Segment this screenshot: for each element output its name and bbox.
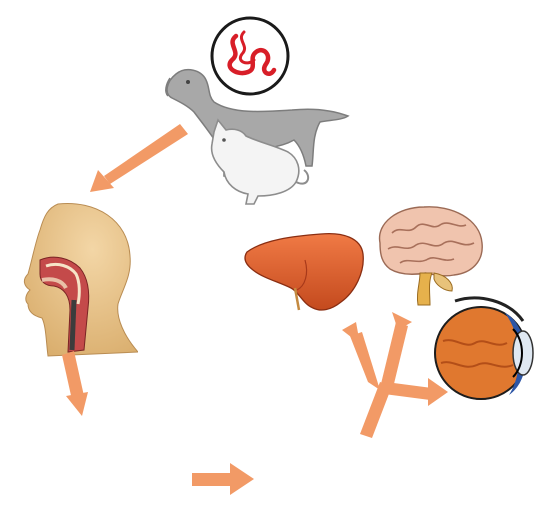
arrow-intestine-to-blood	[192, 463, 254, 495]
arrow-human-down	[62, 351, 88, 416]
liver-icon	[243, 230, 367, 316]
brain-icon	[370, 203, 486, 309]
human-head-cross-section-icon	[18, 200, 138, 358]
arrow-animals-to-human	[90, 124, 188, 192]
eye-icon	[425, 291, 543, 407]
arrow-branch-organs	[342, 312, 448, 438]
dog-cat-icon	[162, 66, 358, 208]
parasite-worm-icon	[208, 14, 292, 98]
